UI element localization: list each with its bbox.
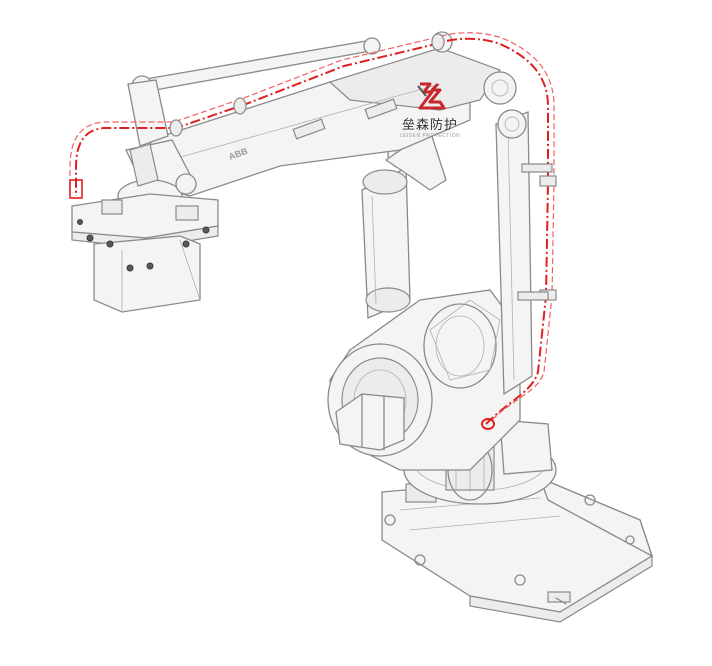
robot-parallel-rod [127,37,381,147]
brand-logo: 垒森防护 LEISEN PROTECTION [392,78,468,139]
robot-balancer-cylinder [361,128,447,319]
protective-hose [69,32,557,430]
robot-base [381,476,654,623]
robot-gripper [71,193,219,313]
logo-spacer [392,78,468,112]
brand-logo-mark [417,82,446,110]
robot-lower-body [327,289,521,471]
robot-rear-link [495,109,533,396]
logo-chinese-name: 垒森防护 [401,118,458,133]
logo-english-name: LEISEN PROTECTION [399,133,461,139]
